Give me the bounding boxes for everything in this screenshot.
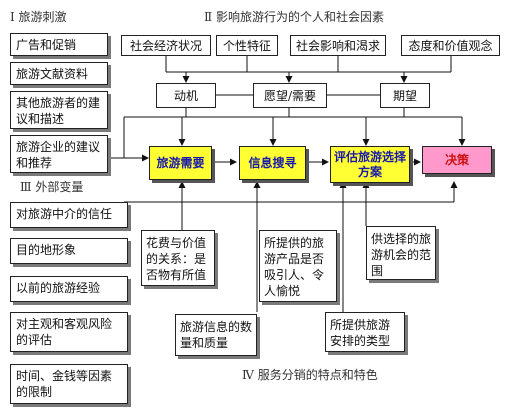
external-destination-image: 目的地形象 <box>10 238 128 264</box>
section-external-variables: Ⅲ 外部变量 <box>20 180 84 194</box>
note-cost-value: 花费与价值的关系：是否物有所值 <box>141 230 215 286</box>
note-info-quality: 旅游信息的数量和质量 <box>175 314 257 356</box>
step-information-search: 信息搜寻 <box>239 146 306 180</box>
external-intermediary-trust: 对旅游中介的信任 <box>10 202 128 228</box>
driver-motivation: 动机 <box>156 83 216 108</box>
section-service-distribution: Ⅳ 服务分销的特点和特色 <box>242 368 378 382</box>
driver-expectation: 期望 <box>380 83 430 108</box>
note-choice-scope: 供选择的旅游机会的范围 <box>366 226 436 280</box>
factor-personality: 个性特征 <box>216 35 278 56</box>
factor-social-influence: 社会影响和渴求 <box>290 35 386 56</box>
external-time-money-limits: 时间、金钱等因素的限制 <box>10 364 128 404</box>
note-product-appeal: 所提供的旅游产品是否吸引人、令人愉悦 <box>259 230 337 302</box>
stimulus-other-tourists: 其他旅游者的建议和描述 <box>10 91 108 129</box>
section-personal-social-factors: Ⅱ 影响旅游行为的个人和社会因素 <box>204 10 384 24</box>
stimulus-tourism-enterprises: 旅游企业的建议和推荐 <box>10 135 108 173</box>
external-risk-assessment: 对主观和客观风险的评估 <box>10 312 128 352</box>
factor-socioeconomic: 社会经济状况 <box>121 35 211 56</box>
factor-attitudes-values: 态度和价值观念 <box>401 35 500 56</box>
step-decision: 决策 <box>422 146 492 174</box>
note-arrangement-type: 所提供旅游安排的类型 <box>325 312 405 352</box>
stimulus-advertising: 广告和促销 <box>10 33 108 56</box>
driver-desire-needs: 愿望/需要 <box>253 83 327 108</box>
section-tourism-stimuli: Ⅰ 旅游刺激 <box>10 10 67 24</box>
stimulus-literature: 旅游文献资料 <box>10 62 108 85</box>
external-past-experience: 以前的旅游经验 <box>10 276 128 302</box>
step-evaluate-alternatives: 评估旅游选择方案 <box>330 146 410 183</box>
step-tourism-needs: 旅游需要 <box>149 146 212 180</box>
